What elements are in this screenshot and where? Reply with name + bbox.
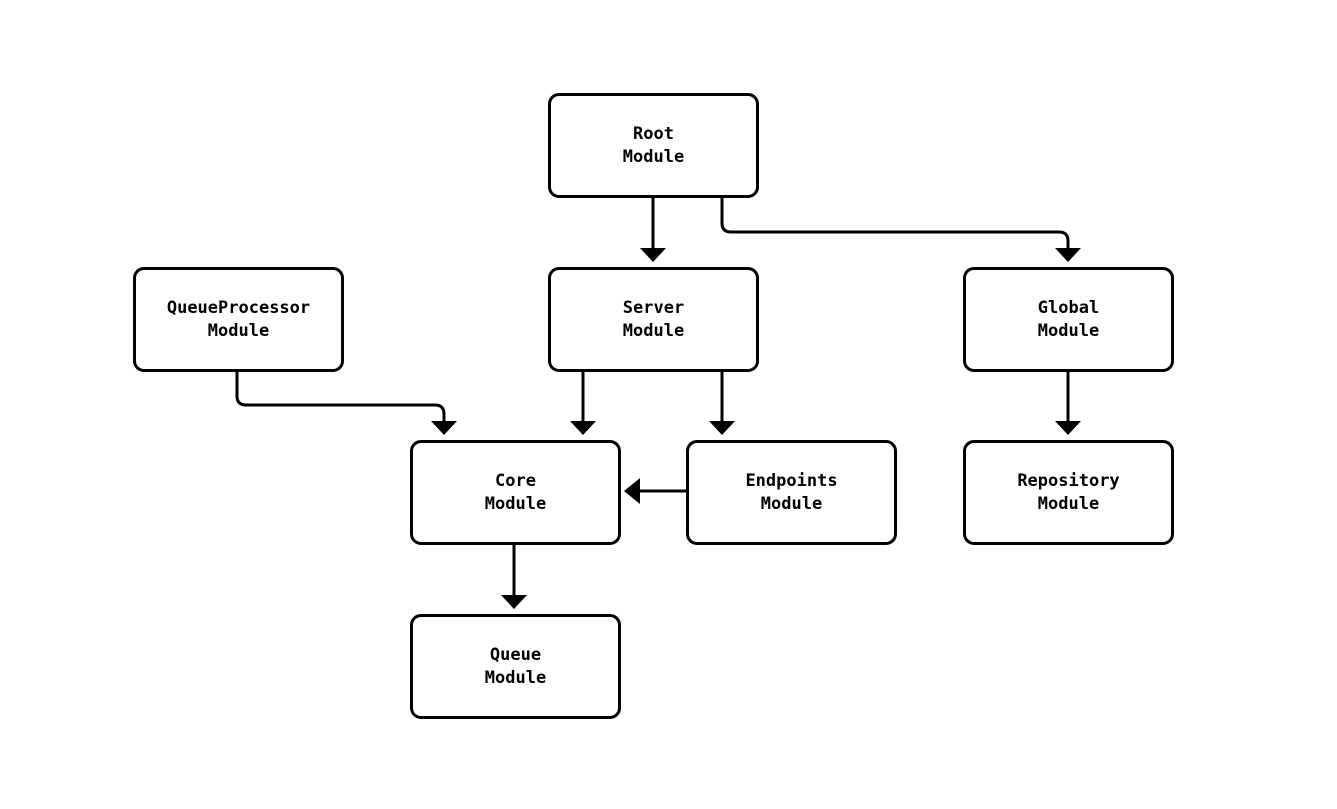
edge-endpoints-to-core <box>624 478 686 504</box>
node-endpoints-label: Endpoints Module <box>745 470 838 514</box>
node-queue[interactable]: Queue Module <box>410 614 621 719</box>
node-root-label: Root Module <box>622 123 685 167</box>
node-repository-label: Repository Module <box>1017 470 1120 514</box>
edge-core-to-queue <box>501 545 527 609</box>
edge-root-to-global <box>720 198 1081 262</box>
edge-server-to-endpoints <box>709 372 735 435</box>
edge-root-to-server <box>640 198 666 262</box>
node-queue-label: Queue Module <box>484 644 547 688</box>
edge-global-to-repository <box>1055 372 1081 435</box>
node-server[interactable]: Server Module <box>548 267 759 372</box>
node-core-label: Core Module <box>484 470 547 514</box>
node-endpoints[interactable]: Endpoints Module <box>686 440 897 545</box>
node-root[interactable]: Root Module <box>548 93 759 198</box>
node-repository[interactable]: Repository Module <box>963 440 1174 545</box>
node-queueprocessor-label: QueueProcessor Module <box>166 297 311 341</box>
node-queueprocessor[interactable]: QueueProcessor Module <box>133 267 344 372</box>
node-server-label: Server Module <box>622 297 685 341</box>
node-core[interactable]: Core Module <box>410 440 621 545</box>
node-global[interactable]: Global Module <box>963 267 1174 372</box>
edge-server-to-core <box>570 372 596 435</box>
node-global-label: Global Module <box>1037 297 1100 341</box>
edge-queueprocessor-to-core <box>235 372 457 435</box>
